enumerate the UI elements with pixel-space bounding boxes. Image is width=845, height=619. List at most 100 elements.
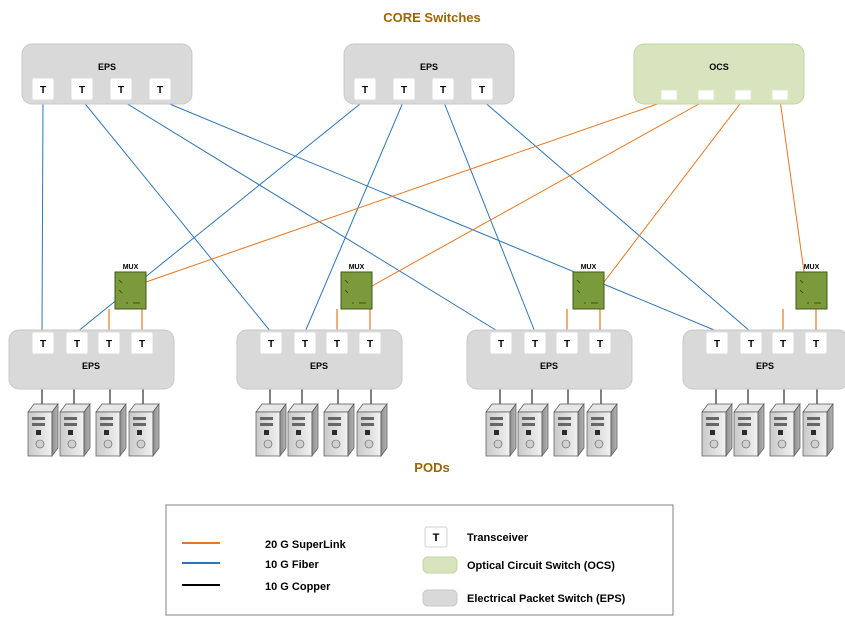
server-tower-icon (255, 402, 287, 458)
server-drive (292, 423, 305, 426)
mux-mark (576, 279, 581, 284)
transceiver-port (293, 331, 317, 355)
server-fan (810, 439, 820, 449)
server-drive (133, 423, 146, 426)
server-drive (558, 423, 571, 426)
server-side (725, 402, 733, 458)
transceiver-port (739, 331, 763, 355)
transceiver-glyph: T (302, 339, 308, 350)
transceiver-port (470, 77, 494, 101)
server-led (526, 430, 531, 435)
transceiver-glyph: T (532, 339, 538, 350)
ocs-port (697, 89, 715, 101)
legend-fiber-label: 10 G Fiber (265, 559, 320, 571)
pods-title: PODs (414, 460, 449, 475)
mux-body (572, 271, 605, 310)
server-fan (525, 439, 535, 449)
server-tower-icon (59, 402, 91, 458)
legend-superlink-label: 20 G SuperLink (265, 539, 347, 551)
mux-box: MUX (340, 264, 373, 310)
transceiver-glyph: T (367, 339, 373, 350)
server-tower-icon (323, 402, 355, 458)
transceiver-glyph: T (139, 339, 145, 350)
server-drive (64, 417, 77, 420)
server-side (311, 402, 319, 458)
core-title: CORE Switches (383, 10, 481, 25)
superlink (603, 99, 744, 283)
fiber-link (159, 99, 720, 333)
server-tower-icon (517, 402, 549, 458)
server-drive (490, 417, 503, 420)
server-drive (738, 423, 751, 426)
legend-transceiver-label: Transceiver (467, 532, 529, 544)
transceiver-port (431, 77, 455, 101)
legend-eps-label: Electrical Packet Switch (EPS) (467, 593, 626, 605)
server-fan (295, 439, 305, 449)
server-side (380, 402, 388, 458)
pod-switch-label: EPS (540, 361, 558, 371)
server-side (83, 402, 91, 458)
server-tower-icon (128, 402, 160, 458)
server-drive (100, 417, 113, 420)
server-led (811, 430, 816, 435)
server-fan (561, 439, 571, 449)
server-led (137, 430, 142, 435)
mux-body (114, 271, 147, 310)
pod-switch-label: EPS (82, 361, 100, 371)
server-side (541, 402, 549, 458)
server-side (610, 402, 618, 458)
server-side (509, 402, 517, 458)
server-drive (361, 417, 374, 420)
server-drive (328, 423, 341, 426)
transceiver-glyph: T (334, 339, 340, 350)
core-switch-body (633, 43, 805, 105)
server-led (104, 430, 109, 435)
server-tower-icon (769, 402, 801, 458)
server-side (757, 402, 765, 458)
transceiver-port (31, 331, 55, 355)
server-tower-icon (553, 402, 585, 458)
transceiver-glyph: T (780, 339, 786, 350)
transceiver-port (353, 77, 377, 101)
server-led (264, 430, 269, 435)
server-side (577, 402, 585, 458)
server-drive (100, 423, 113, 426)
mux-label: MUX (581, 264, 597, 271)
server-fan (741, 439, 751, 449)
server-drive (807, 423, 820, 426)
server-drive (260, 423, 273, 426)
transceiver-glyph: T (40, 339, 46, 350)
server-fan (364, 439, 374, 449)
transceiver-port (771, 331, 795, 355)
transceiver-port (325, 331, 349, 355)
fiber-link (41, 99, 44, 333)
core-switch-label: EPS (98, 62, 116, 72)
server-led (595, 430, 600, 435)
ocs-port (734, 89, 752, 101)
server-tower-icon (27, 402, 59, 458)
server-drive (361, 423, 374, 426)
server-fan (331, 439, 341, 449)
server-drive (706, 423, 719, 426)
mux-box: MUX (795, 264, 828, 310)
mux-body (340, 271, 373, 310)
server-drive (32, 417, 45, 420)
core-switch-label: EPS (420, 62, 438, 72)
mux-mark (344, 279, 349, 284)
transceiver-glyph: T (401, 85, 407, 96)
transceiver-port (523, 331, 547, 355)
server-drive (774, 417, 787, 420)
server-side (119, 402, 127, 458)
transceiver-glyph: T (813, 339, 819, 350)
server-side (279, 402, 287, 458)
transceiver-port (358, 331, 382, 355)
server-led (36, 430, 41, 435)
transceiver-glyph: T (118, 85, 124, 96)
server-fan (136, 439, 146, 449)
